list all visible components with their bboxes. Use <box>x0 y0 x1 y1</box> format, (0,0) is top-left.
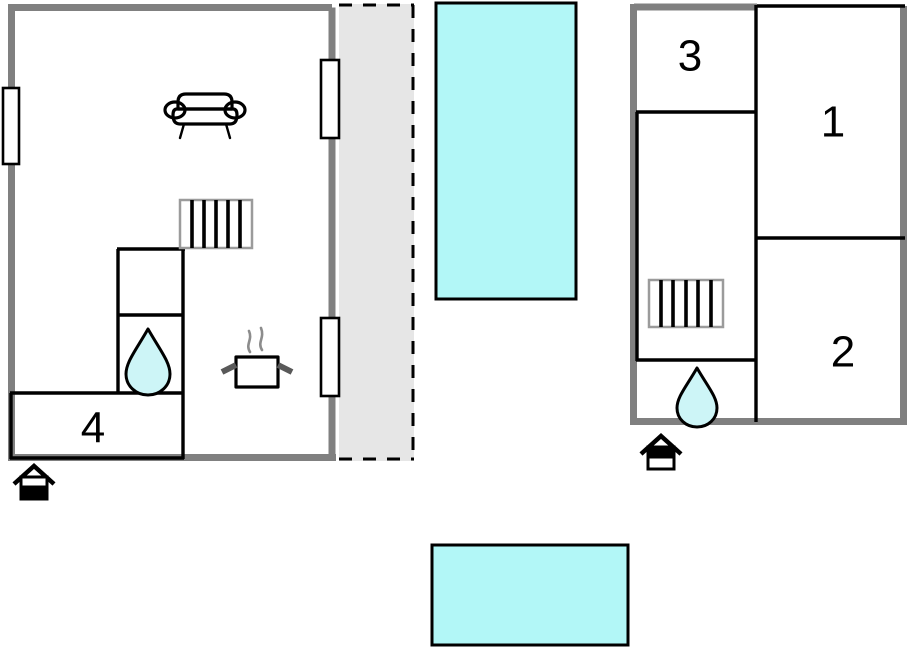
room-label-4: 4 <box>81 404 105 453</box>
entrance-door-right <box>639 432 683 471</box>
water-drop-icon <box>675 366 719 429</box>
sofa-seat <box>171 107 239 126</box>
water-drop-shape <box>675 366 719 429</box>
room-label-1: 1 <box>821 98 845 147</box>
water-drop-icon <box>124 327 172 397</box>
sofa-arm-left <box>163 100 187 120</box>
terrace-area <box>339 3 415 461</box>
terrace-fill <box>339 4 414 461</box>
window-east-upper <box>319 58 341 140</box>
sofa-back <box>176 92 234 111</box>
sofa-icon <box>163 92 247 140</box>
sofa-leg-left <box>178 122 186 140</box>
pot-body <box>234 355 280 389</box>
window-shape <box>319 316 341 398</box>
stairs-icon <box>178 198 254 250</box>
steam-line <box>259 326 264 352</box>
right-building-outer-walls <box>630 3 907 425</box>
steam-line <box>247 329 252 354</box>
swimming-pool-lower <box>430 543 630 647</box>
entrance-door-left <box>12 462 56 501</box>
sofa-leg-right <box>224 122 232 140</box>
cooktop-icon <box>220 326 294 389</box>
swimming-pool-upper-shape <box>434 1 578 301</box>
swimming-pool-lower-shape <box>430 543 630 647</box>
pot-handle-left <box>220 362 238 375</box>
right-building-partitions <box>635 4 905 422</box>
window-shape <box>319 58 341 140</box>
window-west <box>1 86 21 166</box>
swimming-pool-upper <box>434 1 578 301</box>
left-building: 4 <box>1 4 341 501</box>
room-label-2: 2 <box>831 328 855 377</box>
water-drop-shape <box>124 327 172 397</box>
door-panel-lower <box>19 485 49 501</box>
stairs-icon <box>647 278 725 329</box>
right-building: 3 1 2 <box>630 3 907 471</box>
pot-handle-right <box>276 362 294 375</box>
sofa-arm-right <box>223 100 247 120</box>
room-label-3: 3 <box>678 32 702 81</box>
window-east-lower <box>319 316 341 398</box>
window-shape <box>1 86 21 166</box>
door-panel-lower <box>646 455 676 471</box>
